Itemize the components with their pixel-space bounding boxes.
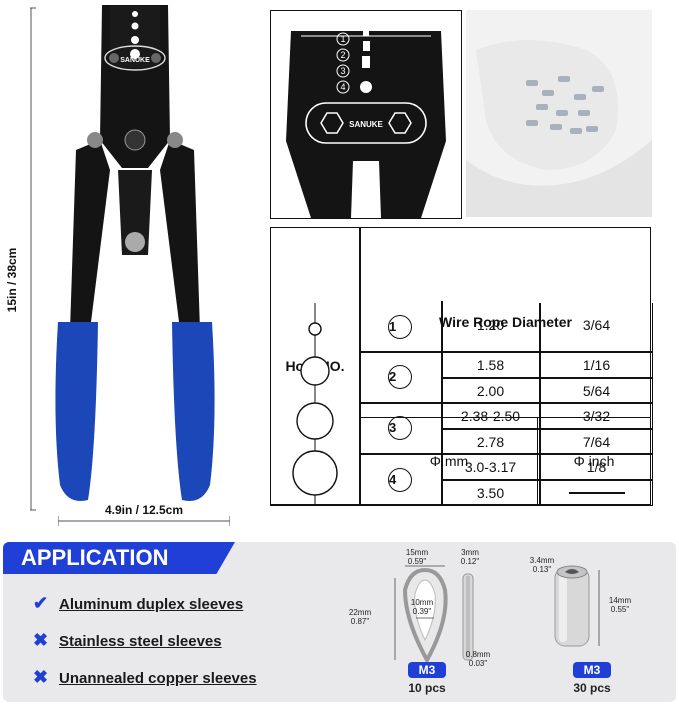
thimble-thickness-in: 0.03" [468, 659, 488, 668]
crimper-tool-illustration: SANUKE [26, 5, 215, 511]
tool-brand: SANUKE [120, 57, 150, 64]
height-dimension: 15in / 38cm [0, 180, 24, 380]
thimble-groove-in: 0.12" [460, 557, 480, 566]
hole-1-number: 1 [388, 315, 412, 339]
application-panel: APPLICATION ✔ Aluminum duplex sleeves ✖ St… [3, 542, 676, 702]
jaw-closeup-panel: 1 2 3 4 SANUKE [270, 10, 462, 219]
hole-profile-diagram [292, 303, 338, 505]
svg-text:4: 4 [340, 82, 345, 92]
hole-4-number: 4 [388, 467, 412, 492]
cross-icon: ✖ [33, 667, 49, 687]
mm-value: 1.58 [476, 357, 505, 373]
hole-3-cell: 3 [359, 403, 441, 453]
mm-value: 2.38-2.50 [460, 408, 521, 424]
sleeve-quantity: 30 pcs [573, 681, 611, 695]
hole-2-cell: 2 [359, 352, 441, 402]
mm-value: 2.00 [476, 383, 505, 399]
hole-4-cell: 4 [359, 454, 441, 505]
thimble-inner-in: 0.39" [412, 607, 432, 616]
tool-photo: SANUKE [26, 0, 240, 520]
thimble-quantity: 10 pcs [408, 681, 446, 695]
cross-icon: ✖ [33, 630, 49, 650]
thimble-width-mm: 15mm [405, 548, 429, 557]
application-item-label: Unannealed copper sleeves [59, 670, 257, 687]
inch-value: 1/8 [586, 459, 607, 475]
thimble-height-in: 0.87" [350, 617, 370, 626]
thimble-groove-mm: 3mm [461, 548, 479, 557]
sleeves-in-hand-photo [466, 10, 652, 217]
sleeve-length-mm: 14mm [608, 596, 632, 605]
hole-1-cell: 1 [359, 303, 441, 351]
thimble-illustration [394, 565, 474, 665]
svg-text:2: 2 [340, 50, 345, 60]
application-title: APPLICATION [3, 542, 235, 574]
inch-empty-dash [569, 492, 625, 494]
width-dimension-line [58, 516, 230, 526]
inch-value: 7/64 [582, 434, 611, 450]
mm-value: 1.20 [476, 317, 505, 333]
oval-sleeve-illustration [554, 565, 600, 647]
sleeve-size-badge: M3 [573, 662, 611, 678]
hole-table-body: 1 2 3 4 1.20 1.58 2.00 2.38-2.50 2.78 3.… [270, 301, 653, 506]
sleeve-diameter-in: 0.13" [532, 565, 552, 574]
svg-text:3: 3 [340, 66, 345, 76]
inch-value: 1/16 [582, 357, 611, 373]
inch-header: Φ inch [537, 416, 651, 506]
height-dimension-label: 15in / 38cm [5, 247, 19, 313]
mm-value: 3.50 [476, 485, 505, 501]
svg-text:1: 1 [340, 34, 345, 44]
sleeve-length-in: 0.55" [610, 605, 630, 614]
thimble-inner-mm: 10mm [410, 598, 434, 607]
thimble-height-mm: 22mm [348, 608, 372, 617]
application-item-label: Stainless steel sleeves [59, 633, 222, 650]
thimble-thickness-mm: 0.8mm [465, 650, 491, 659]
inch-value: 3/32 [582, 408, 611, 424]
mm-value: 3.0-3.17 [464, 459, 517, 475]
jaw-brand: SANUKE [349, 120, 383, 129]
inch-value: 5/64 [582, 383, 611, 399]
thimble-width-in: 0.59" [407, 557, 427, 566]
application-item: ✔ Aluminum duplex sleeves [33, 593, 243, 614]
application-item: ✖ Stainless steel sleeves [33, 630, 222, 651]
thimble-size-badge: M3 [408, 662, 446, 678]
sleeve-diameter-mm: 3.4mm [529, 556, 555, 565]
mm-value: 2.78 [476, 434, 505, 450]
hole-2-number: 2 [388, 365, 412, 389]
inch-value: 3/64 [582, 317, 611, 333]
width-dimension-label: 4.9in / 12.5cm [104, 503, 184, 517]
application-item-label: Aluminum duplex sleeves [59, 596, 244, 613]
check-icon: ✔ [33, 593, 49, 613]
jaw-closeup-illustration: 1 2 3 4 SANUKE [286, 26, 446, 218]
sleeves-hand-panel [466, 10, 652, 217]
application-item: ✖ Unannealed copper sleeves [33, 667, 257, 688]
hole-3-number: 3 [388, 416, 412, 440]
